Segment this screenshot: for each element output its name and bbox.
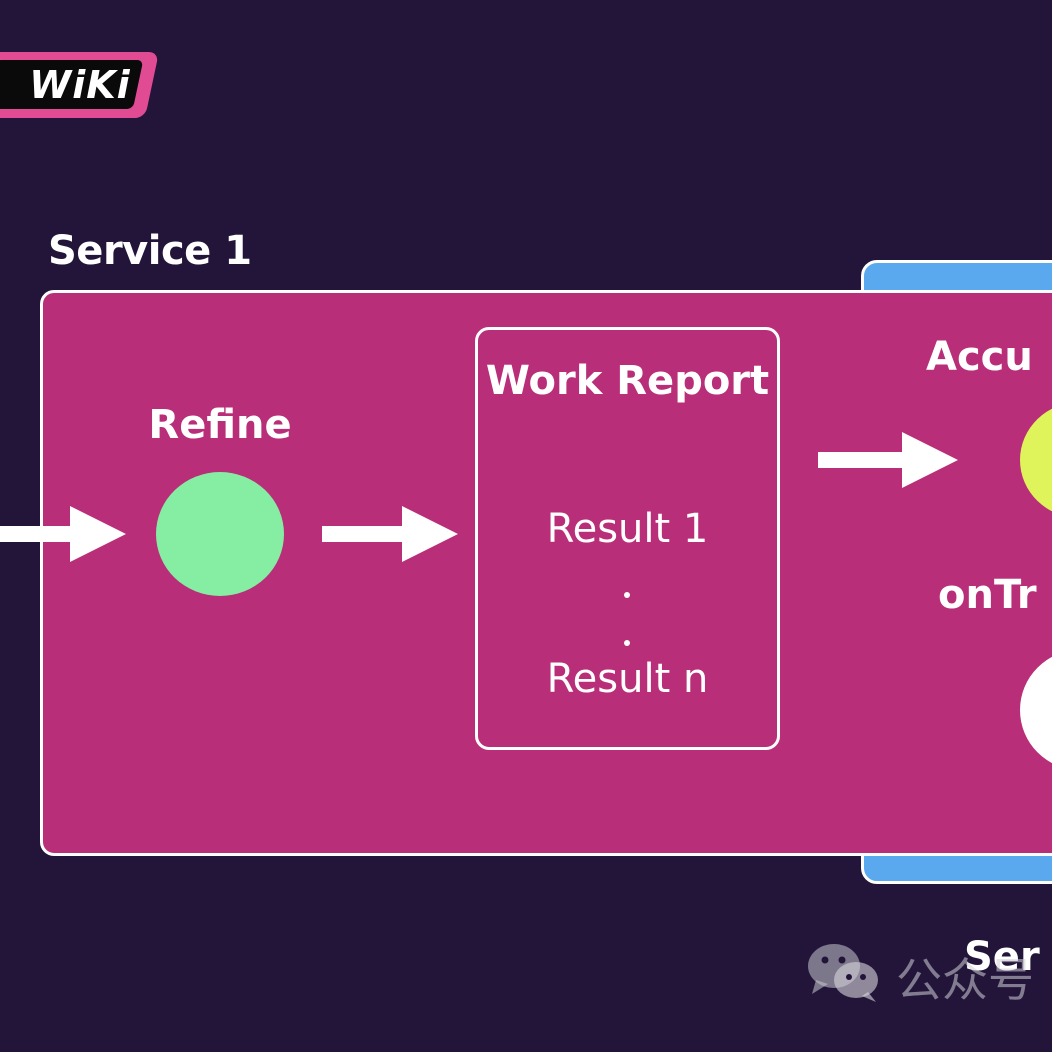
incoming-arrow — [0, 506, 126, 562]
refine-to-report-arrow — [322, 506, 458, 562]
refine-label: Refine — [148, 402, 292, 448]
watermark-text: 公众号 — [896, 953, 1034, 1007]
ontransfer-label: onTr — [938, 572, 1037, 618]
ellipsis-dot — [624, 640, 630, 646]
logo-text: WiKi — [29, 63, 131, 107]
work-report-title: Work Report — [485, 358, 770, 404]
report-to-accumulate-arrow — [818, 432, 958, 488]
accumulate-label: Accu — [926, 334, 1033, 380]
service2-label: Ser — [964, 934, 1040, 980]
service1-title: Service 1 — [48, 228, 252, 274]
work-report-box — [475, 327, 780, 750]
result-last: Result n — [546, 656, 709, 702]
wechat-icon — [808, 944, 878, 1002]
ellipsis-dot — [624, 592, 630, 598]
refine-node — [156, 472, 284, 596]
result-first: Result 1 — [546, 506, 709, 552]
